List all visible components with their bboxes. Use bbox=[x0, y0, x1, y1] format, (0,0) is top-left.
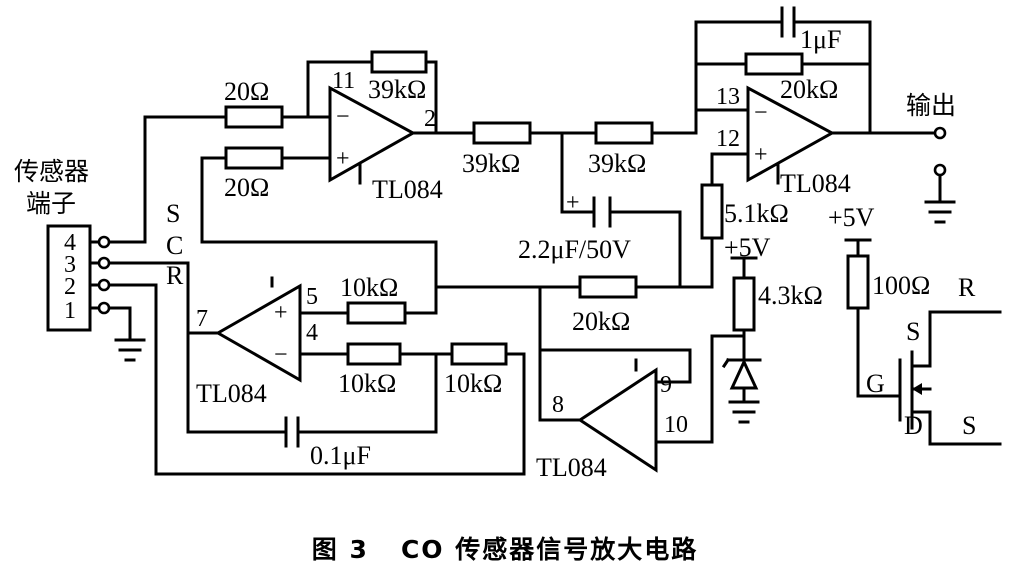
u1-plus: + bbox=[336, 146, 350, 172]
resistors bbox=[224, 50, 870, 366]
resistor-39k-a bbox=[472, 121, 532, 145]
label-r10k-c: 10kΩ bbox=[444, 369, 502, 398]
label-u3: TL084 bbox=[196, 379, 267, 408]
label-r39k-a: 39kΩ bbox=[462, 149, 520, 178]
pin-12: 12 bbox=[716, 126, 740, 152]
fet-G: G bbox=[866, 369, 885, 398]
label-r20-bottom: 20Ω bbox=[224, 173, 269, 202]
label-r20k-mid: 20kΩ bbox=[572, 307, 630, 336]
terminal-pin-3: 3 bbox=[64, 252, 76, 278]
signal-C: C bbox=[166, 231, 183, 260]
capacitor-2u2 bbox=[592, 196, 612, 228]
label-output: 输出 bbox=[906, 91, 956, 120]
output-node bbox=[933, 126, 947, 140]
terminal-pin-2: 2 bbox=[64, 274, 76, 300]
pin-7: 7 bbox=[196, 306, 208, 332]
pin-8: 8 bbox=[552, 392, 564, 418]
opamp-u3 bbox=[214, 283, 302, 383]
label-r20-top: 20Ω bbox=[224, 77, 269, 106]
capacitors bbox=[284, 6, 796, 448]
zener-diode bbox=[721, 357, 762, 390]
figure-caption: 图 3 CO 传感器信号放大电路 bbox=[312, 535, 699, 564]
label-r10k-b: 10kΩ bbox=[338, 369, 396, 398]
fet-D: D bbox=[904, 411, 923, 440]
label-r10k-a: 10kΩ bbox=[340, 273, 398, 302]
label-r5k1: 5.1kΩ bbox=[724, 199, 789, 228]
u3-minus: − bbox=[274, 342, 288, 368]
resistor-4k3 bbox=[732, 276, 756, 332]
u1-minus: − bbox=[336, 104, 350, 130]
sensor-terminal-label-2: 端子 bbox=[26, 189, 76, 218]
signal-S: S bbox=[166, 199, 180, 228]
pin-13: 13 bbox=[716, 84, 740, 110]
fet-S-top: S bbox=[906, 317, 920, 346]
label-c2u2-plus: + bbox=[566, 190, 580, 216]
ground-symbols bbox=[114, 200, 956, 424]
sensor-terminal bbox=[46, 224, 104, 332]
vcc-bars bbox=[730, 238, 872, 260]
pin-4: 4 bbox=[306, 320, 318, 346]
opamp-u4 bbox=[577, 367, 658, 473]
opamp-u2 bbox=[746, 85, 836, 183]
pin-11: 11 bbox=[332, 68, 355, 94]
resistor-39k-b bbox=[594, 121, 654, 145]
label-vcc-b: +5V bbox=[724, 233, 771, 262]
label-r20k-fb: 20kΩ bbox=[780, 75, 838, 104]
label-u2: TL084 bbox=[780, 169, 851, 198]
capacitor-1u bbox=[780, 6, 796, 38]
label-c2u2: 2.2μF/50V bbox=[518, 235, 631, 264]
label-c0u1: 0.1μF bbox=[310, 441, 371, 470]
label-r39k-fb: 39kΩ bbox=[368, 75, 426, 104]
capacitor-0u1 bbox=[284, 416, 300, 448]
u2-plus: + bbox=[754, 142, 768, 168]
terminal-pin-4: 4 bbox=[64, 230, 76, 256]
fet-R: R bbox=[958, 273, 976, 302]
pin-9: 9 bbox=[660, 372, 672, 398]
resistor-100 bbox=[846, 254, 870, 310]
fet-S-bottom: S bbox=[962, 411, 976, 440]
signal-R: R bbox=[166, 261, 184, 290]
label-r4k3: 4.3kΩ bbox=[758, 281, 823, 310]
label-r100: 100Ω bbox=[872, 271, 930, 300]
resistor-10k-a bbox=[346, 301, 407, 325]
pin-5: 5 bbox=[306, 284, 318, 310]
resistor-20-bottom bbox=[224, 146, 284, 170]
wires bbox=[106, 20, 1002, 476]
pin-10: 10 bbox=[664, 412, 688, 438]
sensor-terminal-label-1: 传感器 bbox=[14, 157, 89, 186]
resistor-5k1 bbox=[700, 183, 724, 240]
mosfet bbox=[898, 310, 932, 446]
opamp-u1 bbox=[328, 85, 417, 183]
resistor-39k-feedback bbox=[370, 50, 428, 74]
label-u1: TL084 bbox=[372, 175, 443, 204]
u3-plus: + bbox=[274, 300, 288, 326]
output-ground-node bbox=[933, 163, 947, 177]
label-vcc-a: +5V bbox=[828, 203, 875, 232]
pin-2: 2 bbox=[424, 106, 436, 132]
terminal-pin-1: 1 bbox=[64, 298, 76, 324]
resistor-20k-mid bbox=[578, 275, 638, 299]
label-r39k-b: 39kΩ bbox=[588, 149, 646, 178]
resistor-20-top bbox=[224, 105, 284, 129]
label-c1u: 1μF bbox=[800, 25, 841, 54]
u2-minus: − bbox=[754, 100, 768, 126]
resistor-20k-feedback bbox=[744, 52, 804, 76]
resistor-10k-c bbox=[450, 342, 508, 366]
opamps bbox=[214, 85, 836, 473]
label-u4: TL084 bbox=[536, 453, 607, 482]
terminal-nodes bbox=[97, 126, 947, 315]
resistor-10k-b bbox=[346, 342, 402, 366]
labels: 传感器 端子 4 3 2 1 S C R 20Ω 20Ω 39kΩ 39kΩ 3… bbox=[14, 25, 976, 482]
